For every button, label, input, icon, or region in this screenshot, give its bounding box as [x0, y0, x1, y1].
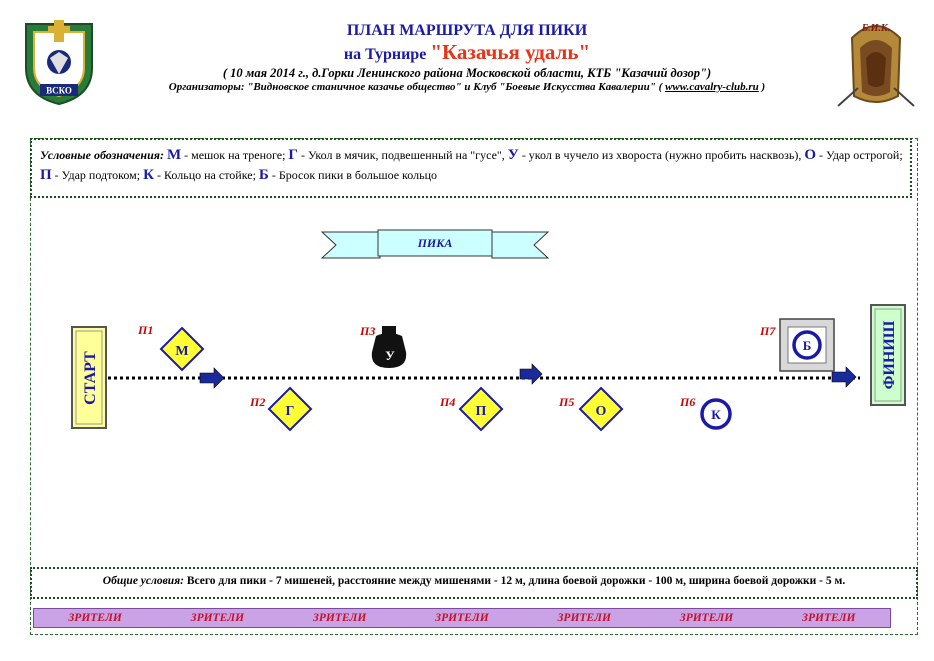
tournament-line: на Турнире "Казачья удаль" — [0, 40, 934, 65]
legend-description: - Бросок пики в большое кольцо — [268, 168, 437, 182]
target-position-label: П7 — [759, 324, 776, 338]
tournament-name: "Казачья удаль" — [430, 40, 591, 64]
target-key: П — [476, 404, 487, 419]
legend-description: - Удар острогой; — [816, 148, 903, 162]
legend-key: П — [40, 167, 52, 183]
spectators-label: ЗРИТЕЛИ — [557, 612, 611, 624]
general-text: Всего для пики - 7 мишеней, расстояние м… — [183, 575, 846, 587]
target-key: Г — [286, 404, 295, 419]
emblem-right-label: Б.И.К. — [861, 23, 890, 34]
target-key: О — [596, 404, 607, 419]
direction-arrow — [831, 366, 857, 388]
direction-arrow — [199, 367, 225, 389]
legend-description: - Укол в мячик, подвешенный на "гусе", — [297, 148, 508, 162]
target-position-label: П3 — [359, 324, 375, 338]
legend-description: - Удар подтоком; — [51, 168, 144, 182]
emblem-right-icon: Б.И.К. — [837, 23, 915, 107]
target-position-label: П4 — [439, 395, 455, 409]
direction-arrow — [519, 363, 543, 385]
page-title: ПЛАН МАРШРУТА ДЛЯ ПИКИ — [346, 22, 588, 39]
target-position-label: П5 — [558, 395, 574, 409]
spectators-label: ЗРИТЕЛИ — [313, 612, 367, 624]
legend-description: - укол в чучело из хвороста (нужно проби… — [518, 148, 805, 162]
event-details: ( 10 мая 2014 г., д.Горки Ленинского рай… — [222, 66, 712, 80]
target-key: М — [175, 344, 188, 359]
legend-key: Б — [258, 167, 269, 183]
legend-description: - мешок на треноге; — [181, 148, 289, 162]
legend-key: У — [507, 147, 519, 163]
target-p2: П2 Г — [249, 386, 313, 432]
start-label: СТАРТ — [82, 351, 99, 405]
target-position-label: П1 — [137, 323, 153, 337]
general-conditions: Общие условия: Всего для пики - 7 мишене… — [34, 575, 914, 587]
target-key: К — [711, 407, 721, 422]
tournament-prefix: на Турнире — [343, 46, 431, 63]
sack-icon — [371, 326, 407, 368]
target-p1: П1 М — [137, 323, 205, 372]
spectators-label: ЗРИТЕЛИ — [679, 612, 734, 624]
pika-banner: ПИКА — [320, 229, 550, 259]
start-marker: СТАРТ — [71, 326, 107, 429]
legend: Условные обозначения: М - мешок на трено… — [40, 145, 906, 185]
legend-description: - Кольцо на стойке; — [154, 168, 259, 182]
organizers-suffix: ) — [758, 81, 766, 93]
target-p3: П3 У — [359, 324, 407, 368]
spectators-label: ЗРИТЕЛИ — [435, 612, 489, 624]
general-label: Общие условия: — [102, 575, 184, 587]
legend-frame — [30, 138, 912, 198]
target-position-label: П2 — [249, 395, 265, 409]
banner-label: ПИКА — [417, 236, 453, 250]
organizers-prefix: Организаторы: "Видновское станичное каза… — [168, 81, 666, 93]
general-conditions-frame — [30, 567, 918, 599]
spectators-label: ЗРИТЕЛИ — [68, 612, 122, 624]
legend-key: К — [143, 167, 154, 183]
target-position-label: П6 — [679, 395, 695, 409]
target-p7: П7 Б — [759, 318, 835, 372]
target-key: Б — [803, 338, 812, 353]
spectators-strip: ЗРИТЕЛИ ЗРИТЕЛИ ЗРИТЕЛИ ЗРИТЕЛИ ЗРИТЕЛИ ЗРИТЕ… — [33, 608, 891, 628]
legend-items: М - мешок на треноге; Г - Укол в мячик, … — [40, 147, 903, 183]
emblem-left-icon: ВСКО — [25, 20, 93, 106]
finish-label: ФИНИШ — [881, 320, 898, 389]
legend-label: Условные обозначения: — [40, 148, 164, 162]
target-key: У — [385, 348, 395, 363]
spectators-label: ЗРИТЕЛИ — [802, 612, 856, 624]
organizers-line: Организаторы: "Видновское станичное каза… — [0, 81, 934, 93]
finish-marker: ФИНИШ — [870, 304, 906, 406]
emblem-left-label: ВСКО — [46, 86, 72, 96]
target-p6: П6 К — [679, 395, 732, 430]
club-website-link[interactable]: www.cavalry-club.ru — [665, 81, 759, 93]
spectators-label: ЗРИТЕЛИ — [190, 612, 245, 624]
legend-key: О — [804, 147, 817, 163]
legend-key: М — [166, 147, 182, 163]
legend-key: Г — [288, 147, 298, 163]
target-p5: П5 О — [558, 386, 624, 432]
target-p4: П4 П — [439, 386, 504, 432]
